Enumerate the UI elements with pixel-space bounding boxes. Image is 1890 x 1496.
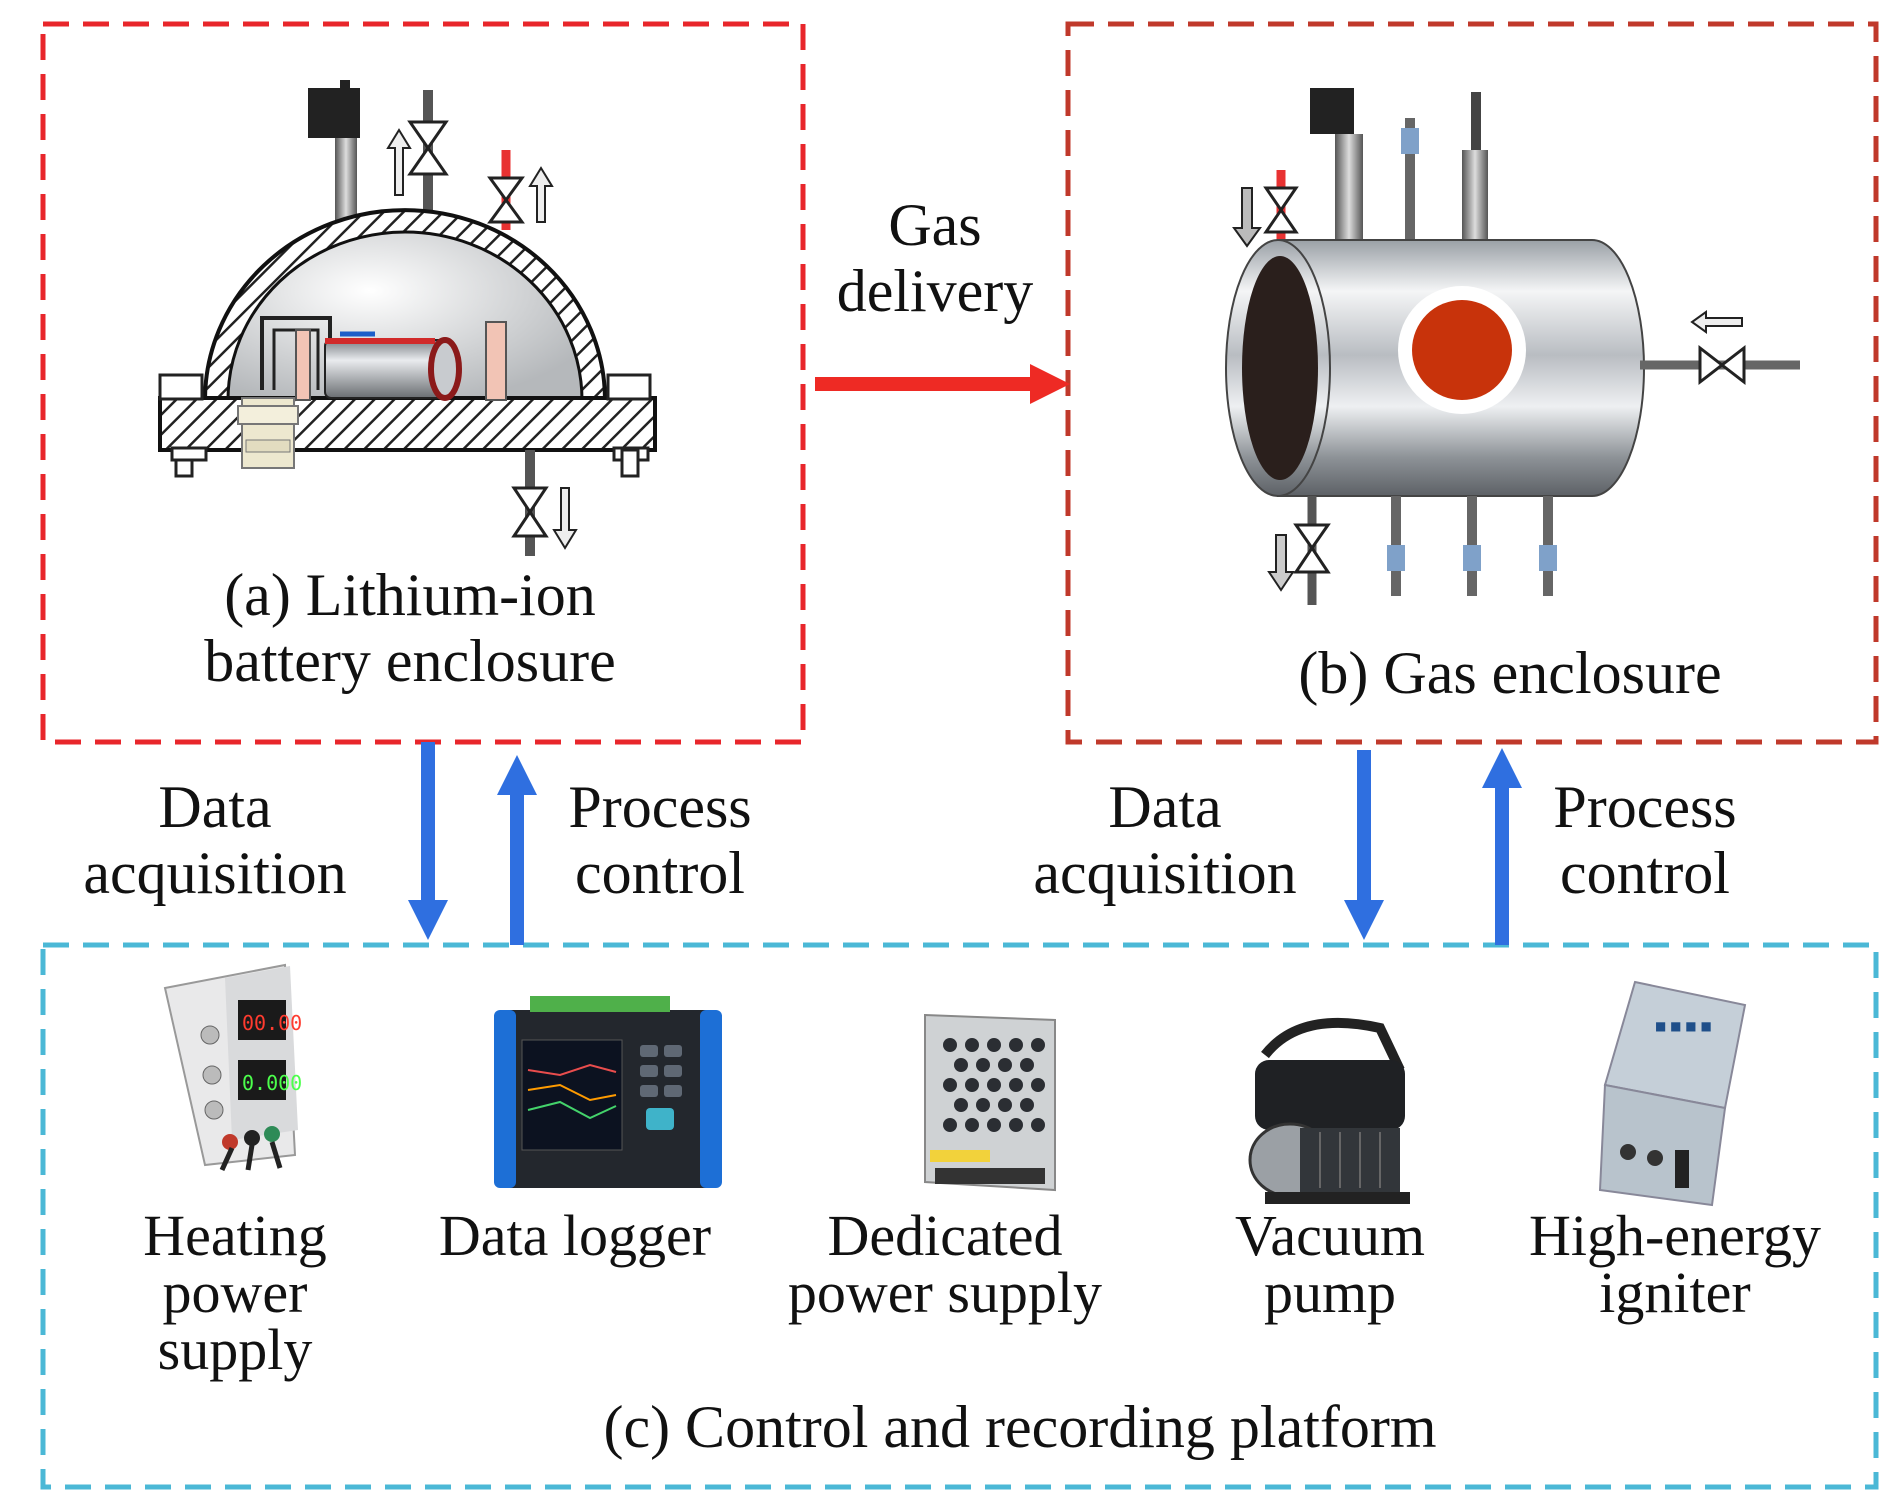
right-data-acquisition-label: Data acquisition bbox=[1010, 774, 1320, 906]
left-data-acquisition-arrow bbox=[408, 742, 448, 940]
high-energy-igniter-icon: ■ ■ ■ ■ bbox=[1598, 980, 1747, 1207]
svg-text:0.000: 0.000 bbox=[242, 1071, 302, 1095]
platform-label-text: (c) Control and recording platform bbox=[603, 1394, 1437, 1460]
battery-enclosure-illustration bbox=[158, 80, 657, 556]
platform-label: (c) Control and recording platform bbox=[460, 1394, 1580, 1460]
heating-line3: supply bbox=[157, 1316, 313, 1382]
gas-delivery-line2: delivery bbox=[836, 258, 1034, 324]
right-process-control-arrow bbox=[1482, 748, 1522, 945]
device-label-data-logger: Data logger bbox=[410, 1203, 740, 1268]
battery-enclosure-label-line2: battery enclosure bbox=[204, 628, 616, 694]
gas-enclosure-label-text: (b) Gas enclosure bbox=[1298, 640, 1722, 706]
svg-text:■ ■ ■ ■: ■ ■ ■ ■ bbox=[1655, 1019, 1712, 1033]
device-label-dedicated-power-supply: Dedicated power supply bbox=[760, 1203, 1130, 1325]
svg-text:00.00: 00.00 bbox=[242, 1011, 302, 1035]
right-data-acquisition-line2: acquisition bbox=[1033, 840, 1297, 906]
left-data-acquisition-label: Data acquisition bbox=[60, 774, 370, 906]
platform-border bbox=[40, 942, 1879, 1490]
battery-enclosure-label: (a) Lithium-ion battery enclosure bbox=[170, 562, 650, 694]
device-label-heating-power-supply: Heating power supply bbox=[110, 1203, 360, 1382]
dedicated-line2: power supply bbox=[787, 1259, 1103, 1325]
right-data-acquisition-arrow bbox=[1344, 750, 1384, 940]
dedicated-line1: Dedicated bbox=[827, 1203, 1063, 1268]
vacuum-line1: Vacuum bbox=[1234, 1203, 1426, 1268]
right-process-control-label: Process control bbox=[1530, 774, 1760, 906]
device-label-high-energy-igniter: High-energy igniter bbox=[1480, 1203, 1870, 1325]
right-process-control-line1: Process bbox=[1553, 774, 1737, 840]
gas-delivery-arrow bbox=[815, 364, 1070, 404]
right-data-acquisition-line1: Data bbox=[1108, 774, 1222, 840]
heating-line1: Heating bbox=[143, 1203, 327, 1268]
data-logger-line1: Data logger bbox=[438, 1203, 712, 1268]
left-data-acquisition-line1: Data bbox=[158, 774, 272, 840]
gas-delivery-line1: Gas bbox=[888, 192, 982, 258]
gas-enclosure-label: (b) Gas enclosure bbox=[1260, 640, 1760, 706]
heating-power-supply-icon: 00.00 0.000 bbox=[163, 963, 302, 1172]
igniter-line1: High-energy bbox=[1528, 1203, 1822, 1268]
vacuum-pump-icon bbox=[1248, 1017, 1410, 1204]
left-data-acquisition-line2: acquisition bbox=[83, 840, 347, 906]
heating-line2: power bbox=[162, 1259, 308, 1325]
gas-enclosure-illustration bbox=[1225, 88, 1800, 605]
left-process-control-line2: control bbox=[575, 840, 745, 906]
data-logger-icon bbox=[494, 996, 722, 1188]
gas-delivery-label: Gas delivery bbox=[815, 192, 1055, 324]
battery-enclosure-label-line1: (a) Lithium-ion bbox=[224, 562, 596, 628]
device-label-vacuum-pump: Vacuum pump bbox=[1205, 1203, 1455, 1325]
igniter-line2: igniter bbox=[1599, 1259, 1751, 1325]
dedicated-power-supply-icon bbox=[924, 1013, 1056, 1192]
vacuum-line2: pump bbox=[1263, 1259, 1397, 1325]
left-process-control-line1: Process bbox=[568, 774, 752, 840]
left-process-control-arrow bbox=[497, 755, 537, 945]
right-process-control-line2: control bbox=[1560, 840, 1730, 906]
left-process-control-label: Process control bbox=[545, 774, 775, 906]
